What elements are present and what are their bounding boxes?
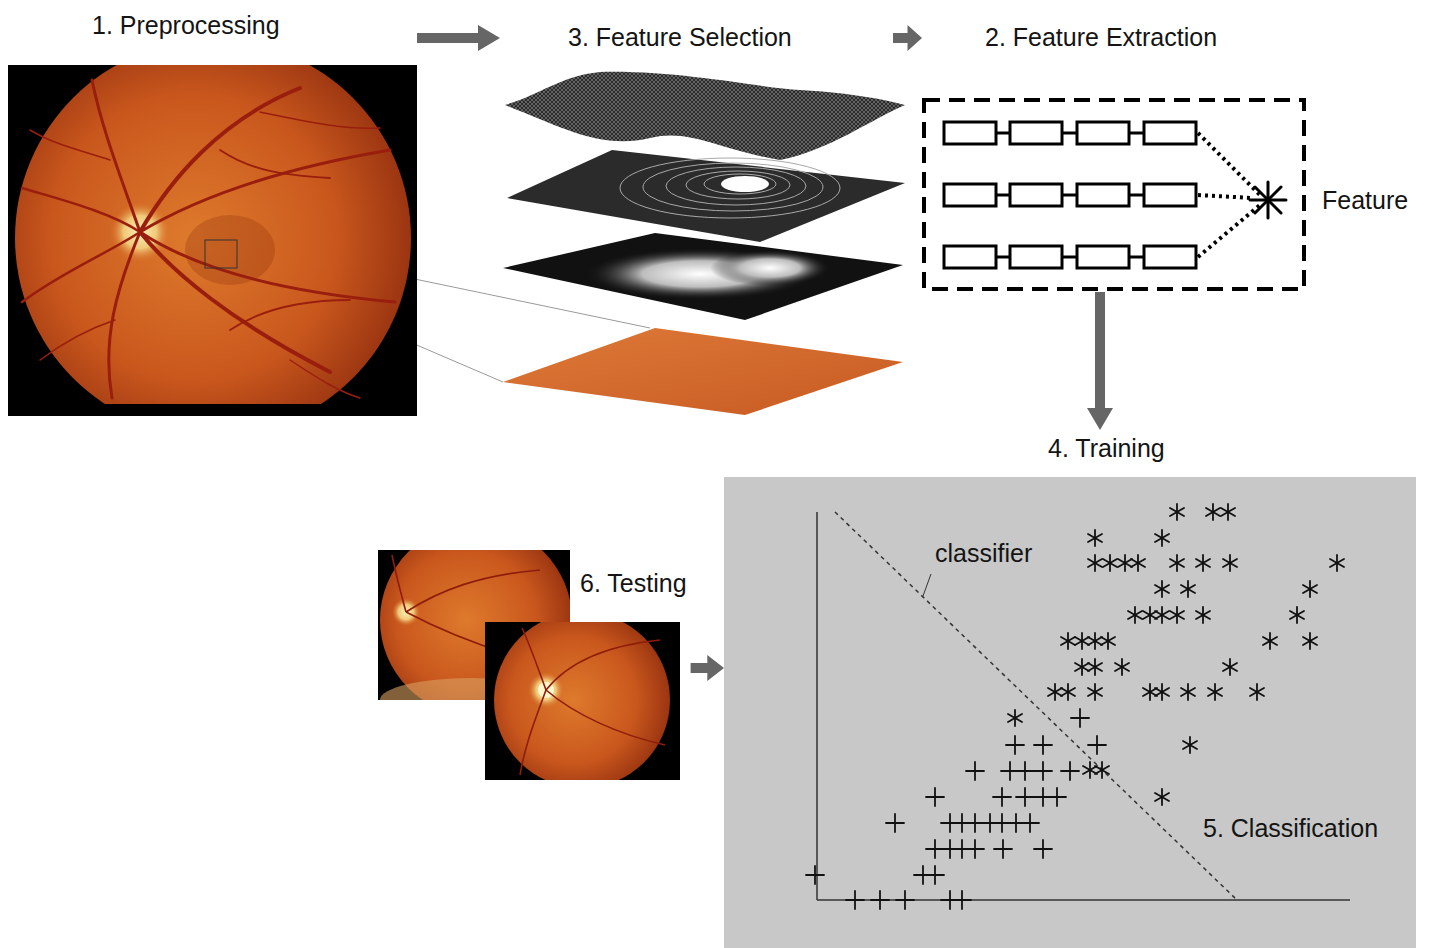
stage-heading: 2. Feature Extraction (985, 22, 1217, 52)
class-a-point (1263, 633, 1277, 649)
class-a-point (1155, 607, 1169, 623)
class-a-point (1330, 555, 1344, 571)
class-a-point (1095, 762, 1109, 778)
class-b-point (1034, 840, 1052, 858)
class-a-point (1155, 684, 1169, 700)
class-b-point (1034, 762, 1052, 780)
class-a-point (1206, 504, 1220, 520)
flow-arrow (691, 655, 724, 681)
pipeline-stage: 6. Testing (378, 550, 691, 780)
stage-label: 5. Classification (1203, 813, 1378, 843)
class-b-point (1071, 709, 1089, 727)
class-a-point (1083, 762, 1097, 778)
class-b-point (886, 814, 904, 832)
class-a-point (1223, 555, 1237, 571)
pipeline-stage: 3. Feature Selection (500, 18, 893, 420)
class-b-point (846, 891, 864, 909)
class-a-point (1088, 684, 1102, 700)
class-a-point (1143, 684, 1157, 700)
flow-arrow (1087, 292, 1113, 430)
class-a-point (1303, 633, 1317, 649)
class-a-point (1008, 710, 1022, 726)
testing-images (378, 524, 680, 788)
classification-plot (724, 477, 1416, 948)
class-a-point (1208, 684, 1222, 700)
class-a-point (1181, 581, 1195, 597)
class-a-point (1290, 607, 1304, 623)
fundus-image (8, 40, 417, 436)
class-a-point (1088, 659, 1102, 675)
class-a-point (1115, 659, 1129, 675)
class-b-point (1088, 736, 1106, 754)
class-b-point (966, 840, 984, 858)
class-b-point (1006, 736, 1024, 754)
class-b-point (1016, 788, 1034, 806)
class-a-point (1088, 555, 1102, 571)
stage-heading: 6. Testing (580, 568, 687, 598)
class-b-point (994, 840, 1012, 858)
class-a-point (1183, 737, 1197, 753)
class-a-point (1101, 633, 1115, 649)
class-a-point (1155, 581, 1169, 597)
feature-extraction-box (924, 100, 1304, 289)
class-a-point (1181, 684, 1195, 700)
class-b-point (953, 891, 971, 909)
pipeline-stage: 4. Training 5. Classification (724, 430, 1416, 948)
pipeline-stage: 1. Preprocessing (8, 8, 417, 416)
class-b-point (871, 891, 889, 909)
class-b-point (1048, 788, 1066, 806)
class-b-point (896, 891, 914, 909)
class-a-point (1155, 530, 1169, 546)
data-points (806, 504, 1344, 909)
class-a-point (1250, 684, 1264, 700)
class-b-point (1021, 814, 1039, 832)
class-a-point (1128, 607, 1142, 623)
class-b-point (1034, 736, 1052, 754)
class-b-point (993, 788, 1011, 806)
class-b-point (966, 762, 984, 780)
stage-label: Feature (1322, 185, 1408, 215)
stage-heading: 3. Feature Selection (568, 22, 792, 52)
flow-arrow (417, 25, 500, 51)
stage-heading: 1. Preprocessing (92, 10, 280, 40)
class-a-point (1196, 607, 1210, 623)
class-a-point (1075, 633, 1089, 649)
stage-heading: 4. Training (1048, 433, 1165, 463)
class-a-point (1088, 530, 1102, 546)
class-a-point (1061, 633, 1075, 649)
class-a-point (1118, 555, 1132, 571)
class-a-point (1196, 555, 1210, 571)
class-a-point (1103, 555, 1117, 571)
class-a-point (1155, 789, 1169, 805)
class-a-point (1170, 607, 1184, 623)
class-b-point (926, 788, 944, 806)
line-label: classifier (935, 538, 1032, 568)
class-b-point (1061, 762, 1079, 780)
class-a-point (1143, 607, 1157, 623)
flow-arrow (893, 25, 922, 51)
class-a-point (1061, 684, 1075, 700)
class-b-point (1016, 762, 1034, 780)
class-a-point (1303, 581, 1317, 597)
class-a-point (1088, 633, 1102, 649)
class-a-point (1170, 555, 1184, 571)
pipeline-stage: 2. Feature ExtractionFeature (922, 18, 1435, 292)
feature-surfaces (503, 72, 905, 415)
class-a-point (1131, 555, 1145, 571)
class-b-point (806, 866, 824, 884)
class-a-point (1170, 504, 1184, 520)
class-a-point (1223, 659, 1237, 675)
class-a-point (1048, 684, 1062, 700)
class-a-point (1221, 504, 1235, 520)
class-a-point (1075, 659, 1089, 675)
class-b-point (926, 866, 944, 884)
